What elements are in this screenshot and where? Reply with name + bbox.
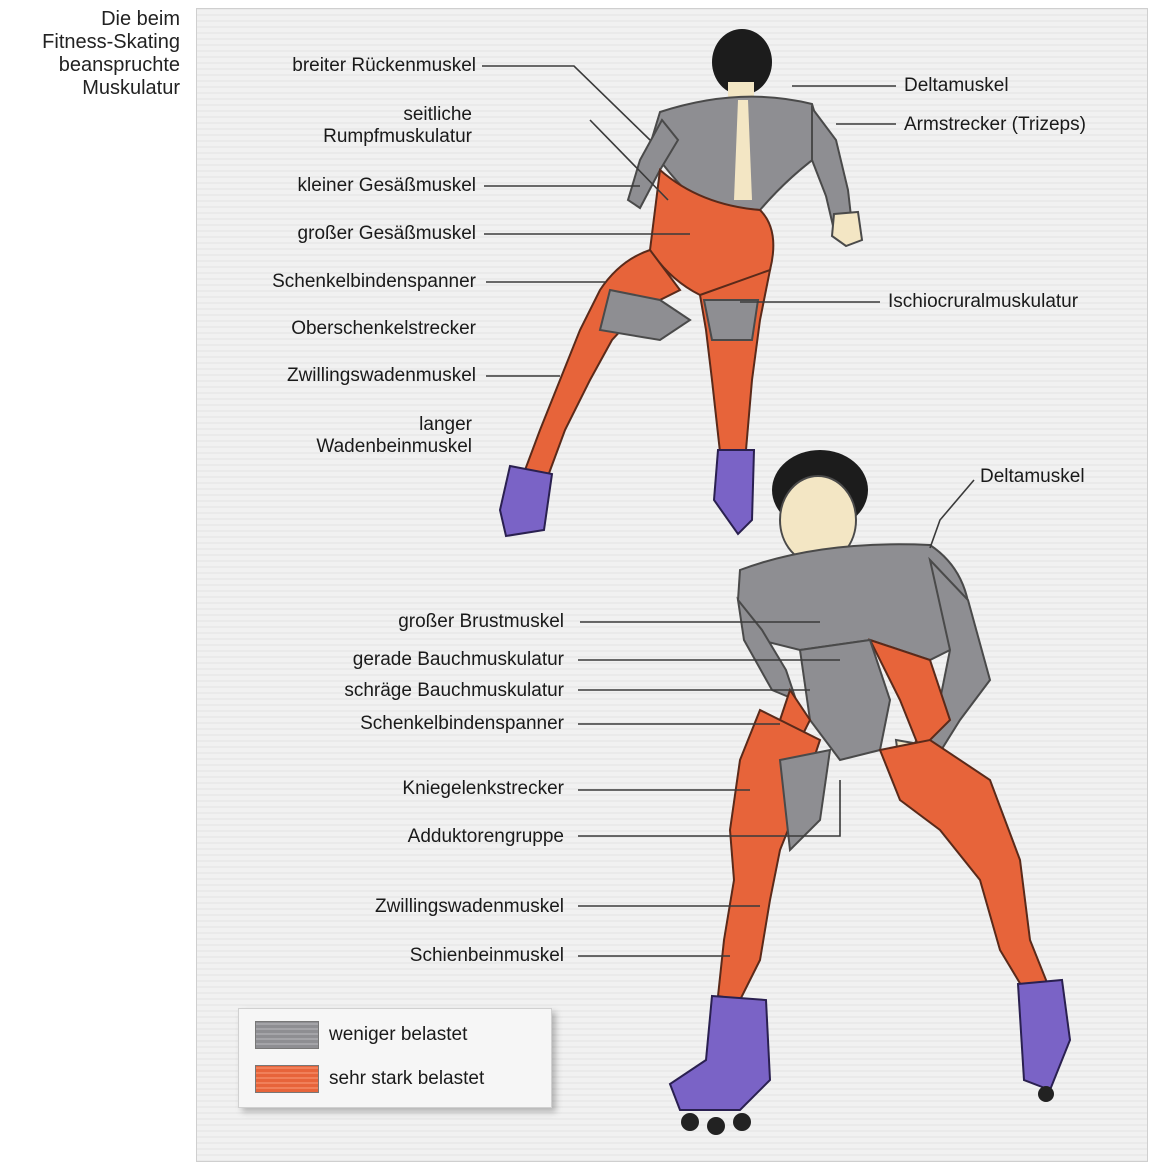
label-oberschenkelstrecker: Oberschenkelstrecker <box>291 318 476 340</box>
back-hamstring-grey <box>704 300 758 340</box>
label-seitliche-rumpfmuskulatur: seitliche Rumpfmuskulatur <box>252 104 472 148</box>
legend: weniger belastet sehr stark belastet <box>238 1008 552 1108</box>
legend-label: weniger belastet <box>329 1024 467 1046</box>
label-gerade-bauchmuskulatur: gerade Bauchmuskulatur <box>353 649 564 671</box>
label-armstrecker: Armstrecker (Trizeps) <box>904 114 1086 136</box>
label-kleiner-gesaessmuskel: kleiner Gesäßmuskel <box>298 175 476 197</box>
label-schenkelbindenspanner-front: Schenkelbindenspanner <box>360 713 564 735</box>
legend-label: sehr stark belastet <box>329 1068 484 1090</box>
back-left-skate <box>500 466 552 536</box>
label-zwillingswadenmuskel: Zwillingswadenmuskel <box>287 365 476 387</box>
label-ischiocruralmuskulatur: Ischiocruralmuskulatur <box>888 291 1078 313</box>
label-zwillingswadenmuskel-front: Zwillingswadenmuskel <box>375 896 564 918</box>
label-adduktorengruppe: Adduktorengruppe <box>408 826 564 848</box>
grey-swatch-icon <box>255 1021 319 1049</box>
label-schenkelbindenspanner: Schenkelbindenspanner <box>272 271 476 293</box>
label-breiter-rueckenmuskel: breiter Rückenmuskel <box>292 55 476 77</box>
legend-item-high: sehr stark belastet <box>255 1065 484 1093</box>
skate-wheel <box>733 1113 751 1131</box>
legend-item-less: weniger belastet <box>255 1021 467 1049</box>
skate-wheel <box>707 1117 725 1135</box>
label-schienbeinmuskel: Schienbeinmuskel <box>410 945 564 967</box>
label-langer-wadenbeinmuskel: langer Wadenbeinmuskel <box>272 414 472 458</box>
label-grosser-gesaessmuskel: großer Gesäßmuskel <box>298 223 476 245</box>
label-grosser-brustmuskel: großer Brustmuskel <box>398 611 564 633</box>
skate-wheel <box>1038 1086 1054 1102</box>
skate-wheel <box>681 1113 699 1131</box>
label-deltamuskel-back: Deltamuskel <box>904 75 1009 97</box>
label-deltamuskel-front: Deltamuskel <box>980 466 1085 488</box>
label-kniegelenkstrecker: Kniegelenkstrecker <box>402 778 564 800</box>
label-schraege-bauchmuskulatur: schräge Bauchmuskulatur <box>344 680 564 702</box>
orange-swatch-icon <box>255 1065 319 1093</box>
